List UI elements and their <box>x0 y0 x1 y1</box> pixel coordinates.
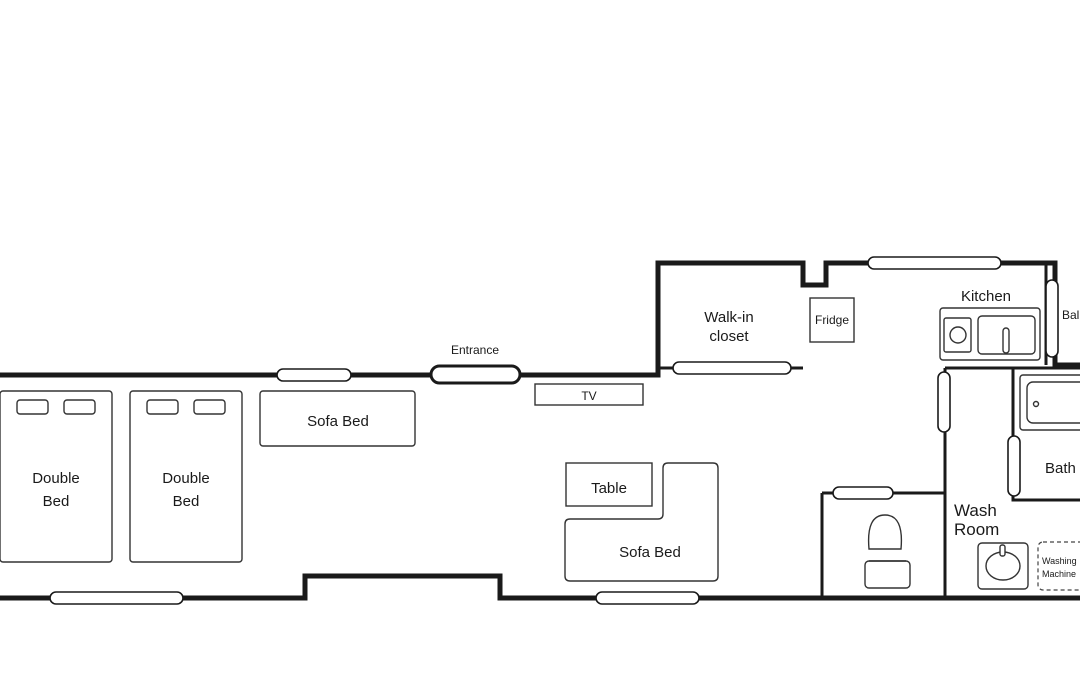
window-toilet <box>832 486 894 500</box>
windows <box>49 256 1059 605</box>
washing-machine-label-line1: Washing <box>1042 556 1077 566</box>
pillow <box>193 399 226 415</box>
kitchen: Kitchen <box>939 288 1041 361</box>
bathtub-inner <box>1026 381 1080 424</box>
tv-label: TV <box>581 389 596 403</box>
wash-room: Wash Room <box>954 501 1029 590</box>
washing-machine: Washing Machine <box>1037 541 1080 591</box>
washing-machine-label-line2: Machine <box>1042 569 1076 579</box>
double-bed-1: Double Bed <box>0 390 113 563</box>
tv: TV <box>534 383 644 406</box>
faucet-icon <box>1002 327 1010 354</box>
window-bath-side <box>1007 435 1021 497</box>
walk-in-closet: Walk-in closet <box>704 309 753 345</box>
entrance-door[interactable]: Entrance <box>429 343 522 385</box>
window-balcony <box>1045 279 1059 358</box>
table-label: Table <box>591 480 627 497</box>
balcony-label: Bal <box>1062 308 1079 322</box>
double-bed-2: Double Bed <box>129 390 243 563</box>
walk-in-closet-label-line1: Walk-in <box>704 309 753 326</box>
walk-in-closet-label-line2: closet <box>709 328 749 345</box>
double-bed-1-label-line1: Double <box>32 470 80 487</box>
toilet <box>864 514 911 589</box>
double-bed-1-label-line2: Bed <box>43 493 70 510</box>
stove-burner-icon <box>949 326 967 344</box>
toilet-tank-icon <box>864 560 911 589</box>
wash-room-label-line2: Room <box>954 520 999 539</box>
basin-faucet-icon <box>999 544 1006 557</box>
sofa-bed-1-label: Sofa Bed <box>307 413 369 430</box>
table: Table <box>565 462 653 507</box>
wash-room-label-line1: Wash <box>954 501 997 520</box>
toilet-bowl-icon <box>867 514 903 550</box>
bath: Bath <box>1019 374 1080 477</box>
sofa-bed-2: Sofa Bed <box>564 462 719 582</box>
kitchen-label: Kitchen <box>961 288 1011 305</box>
double-bed-2-label-line1: Double <box>162 470 210 487</box>
window-kitchen-top <box>867 256 1002 270</box>
pillow <box>16 399 49 415</box>
window-sofa-bottom <box>595 591 700 605</box>
balcony: Bal <box>1062 308 1079 322</box>
sofa-bed-1: Sofa Bed <box>259 390 416 447</box>
pillow <box>63 399 96 415</box>
fridge: Fridge <box>809 297 855 343</box>
drain-icon <box>1032 400 1040 408</box>
pillow <box>146 399 179 415</box>
window-closet <box>672 361 792 375</box>
fridge-label: Fridge <box>815 313 849 327</box>
entrance-label: Entrance <box>451 343 499 357</box>
window-living-top <box>276 368 352 382</box>
bath-label: Bath <box>1045 460 1076 477</box>
double-bed-2-label-line2: Bed <box>173 493 200 510</box>
window-washroom-side <box>937 371 951 433</box>
sofa-bed-2-label: Sofa Bed <box>619 544 681 561</box>
window-bedroom-bottom <box>49 591 184 605</box>
